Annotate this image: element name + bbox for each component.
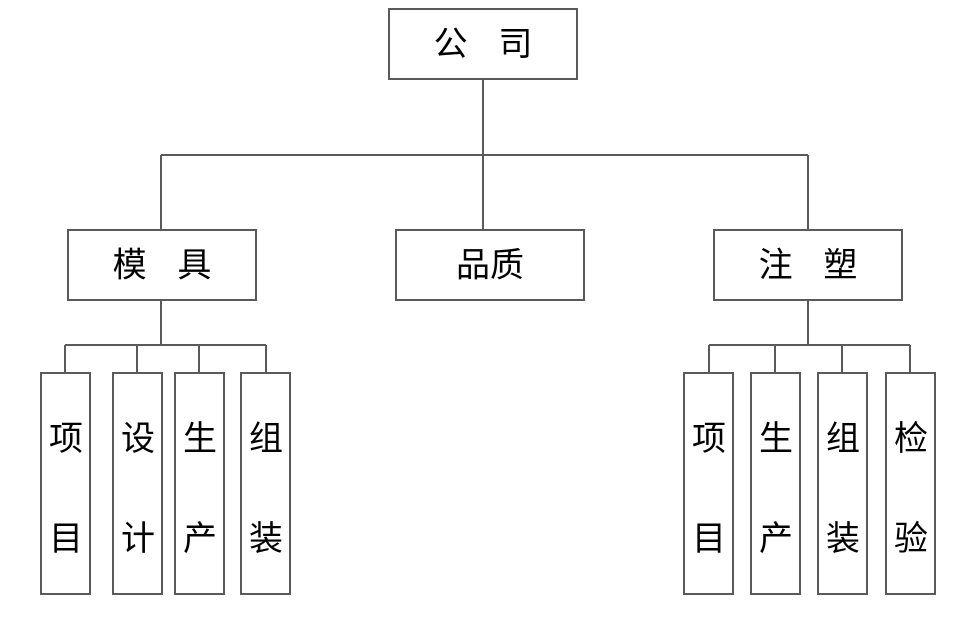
node-quality-box[interactable] bbox=[395, 229, 585, 301]
node-inj-assembly-label-bottom: 装 bbox=[826, 519, 860, 559]
node-inj-production-label-bottom: 产 bbox=[759, 519, 793, 559]
node-inj-assembly-box[interactable] bbox=[817, 372, 868, 595]
node-inj-project-label-top: 项 bbox=[692, 419, 726, 459]
node-mold-production[interactable]: 生 产 bbox=[174, 372, 225, 595]
node-quality-label: 品质 bbox=[456, 246, 524, 286]
node-mold-assembly-box[interactable] bbox=[240, 372, 291, 595]
connector-group-root bbox=[160, 79, 809, 230]
node-mold-production-label-top: 生 bbox=[183, 419, 217, 459]
node-inj-project[interactable]: 项 目 bbox=[683, 372, 734, 595]
node-inj-inspection-box[interactable] bbox=[885, 372, 936, 595]
node-mold-production-box[interactable] bbox=[174, 372, 225, 595]
node-mold-project[interactable]: 项 目 bbox=[40, 372, 91, 595]
node-mold-project-label-top: 项 bbox=[49, 419, 83, 459]
node-quality[interactable]: 品质 bbox=[395, 229, 585, 301]
node-company[interactable]: 公 司 bbox=[388, 8, 578, 80]
node-mold-label: 模 具 bbox=[113, 246, 222, 286]
node-mold-assembly-label-top: 组 bbox=[249, 419, 283, 459]
node-injection[interactable]: 注 塑 bbox=[713, 229, 903, 301]
node-inj-production[interactable]: 生 产 bbox=[750, 372, 801, 595]
node-mold-project-box[interactable] bbox=[40, 372, 91, 595]
node-inj-assembly[interactable]: 组 装 bbox=[817, 372, 868, 595]
node-inj-inspection-label-top: 检 bbox=[894, 419, 928, 459]
node-mold-assembly[interactable]: 组 装 bbox=[240, 372, 291, 595]
node-company-label: 公 司 bbox=[434, 25, 543, 65]
node-mold-design[interactable]: 设 计 bbox=[112, 372, 163, 595]
node-mold-production-label-bottom: 产 bbox=[183, 519, 217, 559]
node-inj-project-box[interactable] bbox=[683, 372, 734, 595]
node-mold-assembly-label-bottom: 装 bbox=[249, 519, 283, 559]
node-inj-inspection[interactable]: 检 验 bbox=[885, 372, 936, 595]
node-inj-assembly-label-top: 组 bbox=[826, 419, 860, 459]
node-mold-design-label-top: 设 bbox=[121, 419, 155, 459]
node-inj-inspection-label-bottom: 验 bbox=[894, 519, 928, 559]
node-mold-design-box[interactable] bbox=[112, 372, 163, 595]
node-injection-label: 注 塑 bbox=[759, 246, 868, 286]
node-mold-project-label-bottom: 目 bbox=[49, 519, 83, 559]
node-mold[interactable]: 模 具 bbox=[67, 229, 257, 301]
node-inj-production-box[interactable] bbox=[750, 372, 801, 595]
connector-group-injection-children bbox=[708, 300, 911, 373]
node-mold-design-label-bottom: 计 bbox=[121, 519, 155, 559]
node-inj-production-label-top: 生 bbox=[759, 419, 793, 459]
node-mold-box[interactable] bbox=[67, 229, 257, 301]
node-company-box[interactable] bbox=[388, 8, 578, 80]
connector-group-mold-children bbox=[64, 300, 267, 373]
node-injection-box[interactable] bbox=[713, 229, 903, 301]
node-inj-project-label-bottom: 目 bbox=[692, 519, 726, 559]
